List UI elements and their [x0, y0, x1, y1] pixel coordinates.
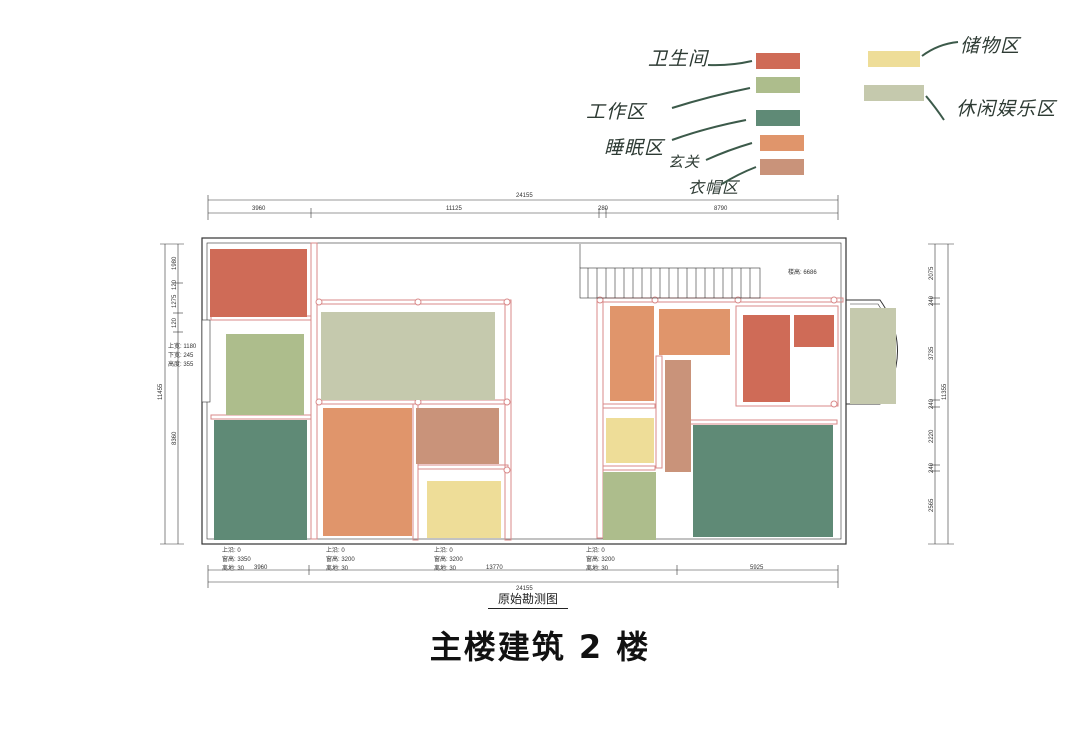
zone-bathroom-1: [210, 249, 307, 317]
zone-bathroom-2: [743, 315, 790, 402]
top-seg-4: 8790: [714, 206, 728, 212]
left-window-note-2: 下宽: 245: [168, 351, 194, 359]
bottom-note-4-b: 窗高: 3200: [586, 555, 615, 563]
top-total-dim: 24155: [516, 193, 533, 199]
bottom-note-3-c: 离地: 30: [434, 564, 457, 572]
zones: [210, 249, 896, 540]
left-total-dim: 11455: [158, 383, 164, 400]
top-seg-1: 3960: [252, 206, 266, 212]
drawing-caption: 原始勘测图: [488, 590, 568, 609]
left-dimensions: [160, 243, 184, 545]
top-seg-3: 280: [598, 206, 609, 212]
right-total-dim: 11355: [942, 383, 948, 400]
zone-storage-1: [427, 481, 501, 538]
legend-label-storage: 储物区: [960, 35, 1021, 57]
zone-cloakroom-1: [416, 408, 499, 464]
legend-swatch-storage: [868, 51, 920, 67]
right-dimensions: [928, 243, 954, 545]
zone-leisure-2: [850, 308, 896, 404]
right-seg-1: 2075: [929, 266, 935, 280]
legend-label-entrance: 玄关: [668, 153, 701, 171]
legend-label-work-area: 工作区: [586, 101, 647, 123]
legend-swatch-cloakroom: [760, 159, 804, 175]
right-seg-4: 240: [929, 398, 935, 409]
left-seg-5: 8360: [172, 431, 178, 445]
right-seg-5: 2220: [929, 429, 935, 443]
right-seg-3: 3735: [929, 346, 935, 360]
legend-swatch-bathroom: [756, 53, 800, 69]
left-window: [201, 319, 211, 403]
zone-leisure-1: [321, 312, 495, 400]
legend-swatch-sleep-area: [756, 110, 800, 126]
zone-cloakroom-2: [665, 360, 691, 472]
legend-swatch-leisure: [864, 85, 924, 101]
bottom-note-1-c: 离地: 30: [222, 564, 245, 572]
top-seg-2: 11125: [446, 206, 462, 212]
right-seg-2: 240: [929, 295, 935, 306]
bottom-note-1-b: 窗高: 3350: [222, 555, 251, 563]
left-window-note-1: 上宽: 1180: [168, 342, 197, 350]
structural-posts: [315, 296, 838, 474]
top-dimensions: [207, 195, 839, 220]
bottom-note-1-a: 上沿: 0: [222, 546, 241, 554]
zone-storage-2: [606, 418, 654, 463]
left-seg-4: 120: [172, 317, 178, 328]
zone-entrance-1: [323, 408, 412, 536]
stair-note: 楼高: 6686: [788, 268, 817, 276]
bottom-note-2-b: 窗高: 3200: [326, 555, 355, 563]
legend-label-bathroom: 卫生间: [648, 48, 709, 70]
left-seg-2: 120: [172, 279, 178, 290]
bottom-seg-2: 13770: [486, 565, 503, 571]
left-window-note-3: 高度: 355: [168, 360, 194, 368]
legend-label-leisure: 休闲娱乐区: [956, 98, 1057, 120]
legend-label-sleep-area: 睡眠区: [604, 137, 665, 159]
legend-swatch-work-area: [756, 77, 800, 93]
zone-bathroom-3: [794, 315, 834, 347]
zone-entrance-2: [610, 306, 654, 401]
zone-sleep-area-2: [693, 425, 833, 537]
zone-entrance-3: [659, 309, 730, 355]
staircase: [579, 244, 761, 299]
page-title: 主楼建筑 2 楼: [429, 628, 651, 666]
bottom-dimensions: [207, 565, 839, 588]
bottom-note-2-a: 上沿: 0: [326, 546, 345, 554]
bottom-note-4-a: 上沿: 0: [586, 546, 605, 554]
bottom-seg-1: 3960: [254, 565, 268, 571]
bottom-note-3-b: 窗高: 3200: [434, 555, 463, 563]
legend-swatch-entrance: [760, 135, 804, 151]
right-seg-7: 2565: [929, 498, 935, 512]
bottom-note-3-a: 上沿: 0: [434, 546, 453, 554]
zone-sleep-area-1: [214, 420, 307, 540]
bottom-note-2-c: 离地: 30: [326, 564, 349, 572]
left-seg-1: 1980: [172, 256, 178, 270]
left-seg-3: 1275: [172, 294, 178, 308]
bottom-note-4-c: 离地: 30: [586, 564, 609, 572]
zone-work-area-2: [603, 472, 656, 540]
bottom-total-dim: 24155: [516, 586, 533, 592]
zone-work-area-1: [226, 334, 304, 415]
bottom-seg-3: 5925: [750, 565, 764, 571]
right-seg-6: 240: [929, 462, 935, 473]
